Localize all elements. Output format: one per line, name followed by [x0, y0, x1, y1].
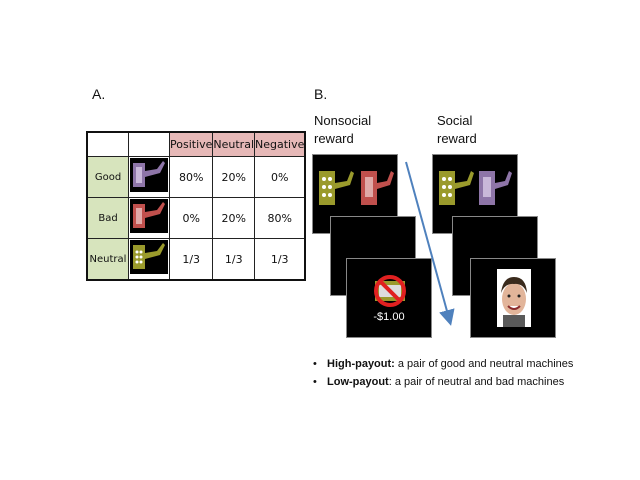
neutral-machine-icon — [319, 171, 354, 205]
social-heading-line1: Social — [437, 113, 473, 128]
table-row: Neutral 1/3 1/3 1/3 — [86, 238, 306, 281]
low-payout-desc: : a pair of neutral and bad machines — [388, 376, 565, 388]
neutral-machine-icon — [439, 171, 474, 205]
high-payout-label: High-payout: — [327, 358, 395, 370]
cell-good-positive: 80% — [168, 156, 214, 198]
outcome-amount: -$1.00 — [373, 311, 405, 323]
bullet-glyph: • — [313, 358, 317, 370]
bad-machine-icon — [361, 171, 394, 205]
nonsocial-choice-screen — [312, 154, 398, 234]
cell-bad-neutral: 20% — [212, 197, 256, 239]
table-row: Bad 0% 20% 80% — [86, 197, 306, 239]
table-row: Good 80% 20% 0% — [86, 156, 306, 198]
social-heading-line2: reward — [437, 131, 477, 146]
cell-neutral-positive: 1/3 — [168, 238, 214, 281]
cell-bad-negative: 80% — [254, 197, 306, 239]
header-neutral: Neutral — [212, 131, 256, 157]
low-payout-label: Low-payout — [327, 376, 389, 388]
table-corner — [86, 131, 129, 157]
cell-bad-positive: 0% — [168, 197, 214, 239]
row-label-good: Good — [86, 156, 129, 198]
list-item: • Low-payout: a pair of neutral and bad m… — [313, 373, 573, 391]
panel-b-label: B. — [314, 86, 328, 102]
bad-machine-icon — [128, 197, 170, 239]
smiling-face-image — [497, 269, 531, 327]
bullet-glyph: • — [313, 376, 317, 388]
high-payout-desc: a pair of good and neutral machines — [394, 358, 574, 370]
nonsocial-heading-line2: reward — [314, 131, 354, 146]
cell-neutral-negative: 1/3 — [254, 238, 306, 281]
payout-legend: • High-payout: a pair of good and neutral… — [313, 355, 573, 391]
header-positive: Positive — [168, 131, 214, 157]
no-reward-icon — [374, 275, 406, 307]
good-machine-icon — [479, 171, 512, 205]
good-machine-icon — [128, 156, 170, 198]
row-label-bad: Bad — [86, 197, 129, 239]
probability-table: Positive Neutral Negative Good 80% 20% 0… — [86, 131, 307, 281]
social-outcome-screen — [470, 258, 556, 338]
header-negative: Negative — [254, 131, 306, 157]
nonsocial-outcome-screen: -$1.00 — [346, 258, 432, 338]
list-item: • High-payout: a pair of good and neutral… — [313, 355, 573, 373]
cell-good-neutral: 20% — [212, 156, 256, 198]
nonsocial-heading: Nonsocial reward — [314, 112, 371, 148]
cell-good-negative: 0% — [254, 156, 306, 198]
neutral-machine-icon — [128, 238, 170, 281]
panel-a-label: A. — [92, 86, 106, 102]
table-corner-2 — [128, 131, 170, 157]
nonsocial-heading-line1: Nonsocial — [314, 113, 372, 128]
row-label-neutral: Neutral — [86, 238, 129, 281]
social-heading: Social reward — [437, 112, 477, 148]
cell-neutral-neutral: 1/3 — [212, 238, 256, 281]
